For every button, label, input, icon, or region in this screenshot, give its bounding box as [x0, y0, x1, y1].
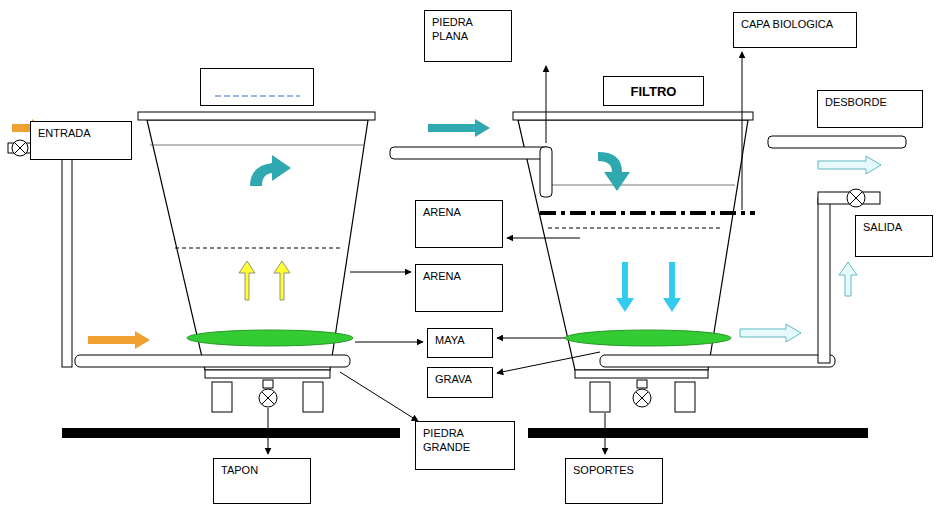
part-label: ENTRADA: [38, 127, 124, 141]
part-label: MAYA: [435, 334, 485, 348]
overflow-pipe: [768, 136, 906, 148]
leader-line: [742, 52, 743, 210]
bottom-pipe: [600, 355, 835, 367]
part-label: SOPORTES: [573, 464, 655, 478]
flow-arrow: [839, 262, 857, 296]
valve-stem: [637, 380, 647, 388]
part-label: PIEDRA PLANA: [432, 16, 487, 44]
callout-box: ARENA: [415, 264, 503, 312]
valve-cross: [850, 192, 862, 204]
bottom-pipe: [75, 355, 350, 367]
biological-layer: [540, 211, 755, 215]
leader-line: [605, 413, 606, 454]
flow-arrow: [663, 262, 681, 312]
mesh: [187, 330, 353, 346]
valve-cross: [636, 392, 648, 404]
part-label: FILTRO: [611, 84, 696, 100]
flow-arrow: [818, 156, 881, 174]
flow-arrow: [616, 262, 634, 312]
valve-stem: [263, 380, 273, 388]
callout-box: PIEDRA GRANDE: [415, 421, 515, 470]
ground-bar: [528, 428, 868, 438]
transfer-pipe: [540, 147, 552, 197]
mesh: [565, 330, 731, 346]
part-label: CAPA BIOLOGICA: [741, 18, 849, 32]
transfer-pipe: [390, 147, 550, 159]
callout-box: DESBORDE: [817, 90, 923, 128]
outlet-valve: [847, 189, 865, 207]
sand-level: [548, 228, 722, 229]
part-label: DESBORDE: [825, 96, 915, 110]
flow-arrow: [598, 152, 630, 191]
part-label: TAPON: [221, 464, 303, 478]
callout-box: ENTRADA: [30, 121, 132, 160]
valve-cross: [14, 142, 26, 154]
support: [675, 382, 695, 412]
support: [212, 382, 232, 412]
part-label: SALIDA: [863, 221, 925, 235]
leader-line: [497, 338, 565, 339]
drain-valve: [259, 389, 277, 407]
callout-box: CAPA BIOLOGICA: [733, 12, 857, 48]
inlet-valve: [12, 140, 28, 156]
leader-line: [340, 372, 418, 421]
valve-cross: [262, 392, 274, 404]
callout-box: GRAVA: [427, 367, 493, 398]
leader-line: [355, 342, 423, 343]
tank-base: [575, 370, 708, 378]
flow-arrow: [88, 331, 150, 349]
tank-base: [205, 370, 330, 378]
flow-arrow: [428, 119, 490, 137]
blank-box: [201, 69, 314, 106]
support: [590, 382, 610, 412]
ground-bar: [62, 428, 400, 438]
flow-arrow: [740, 324, 801, 342]
callout-box: ARENA: [415, 200, 503, 248]
leader-line: [546, 66, 547, 143]
tank-rim: [513, 112, 753, 120]
flow-arrow: [239, 261, 255, 300]
callout-box: PIEDRA PLANA: [424, 10, 512, 62]
water-line: [552, 185, 735, 186]
tank-body: [147, 120, 368, 370]
part-label: ARENA: [423, 206, 495, 220]
leader-line: [507, 238, 580, 239]
flow-arrow: [274, 261, 290, 300]
callout-box: MAYA: [427, 328, 493, 358]
leader-line: [268, 408, 269, 454]
outlet-pipe: [818, 198, 830, 363]
flow-arrow: [250, 155, 291, 186]
blank-box-underline: [215, 95, 300, 96]
part-label: GRAVA: [435, 373, 485, 387]
part-label: ARENA: [423, 270, 495, 284]
tank-rim: [138, 112, 375, 120]
sand-level: [175, 248, 342, 249]
callout-box: SALIDA: [855, 215, 933, 257]
water-line: [150, 145, 365, 146]
drain-valve: [633, 389, 651, 407]
callout-box: TAPON: [213, 458, 311, 504]
title-box: FILTRO: [603, 76, 704, 106]
leader-line: [350, 272, 411, 273]
leader-line: [497, 352, 600, 373]
part-label: PIEDRA GRANDE: [423, 427, 483, 455]
tank-body: [518, 120, 748, 370]
inlet-pipe: [62, 140, 72, 367]
support: [303, 382, 323, 412]
callout-box: SOPORTES: [565, 458, 663, 504]
